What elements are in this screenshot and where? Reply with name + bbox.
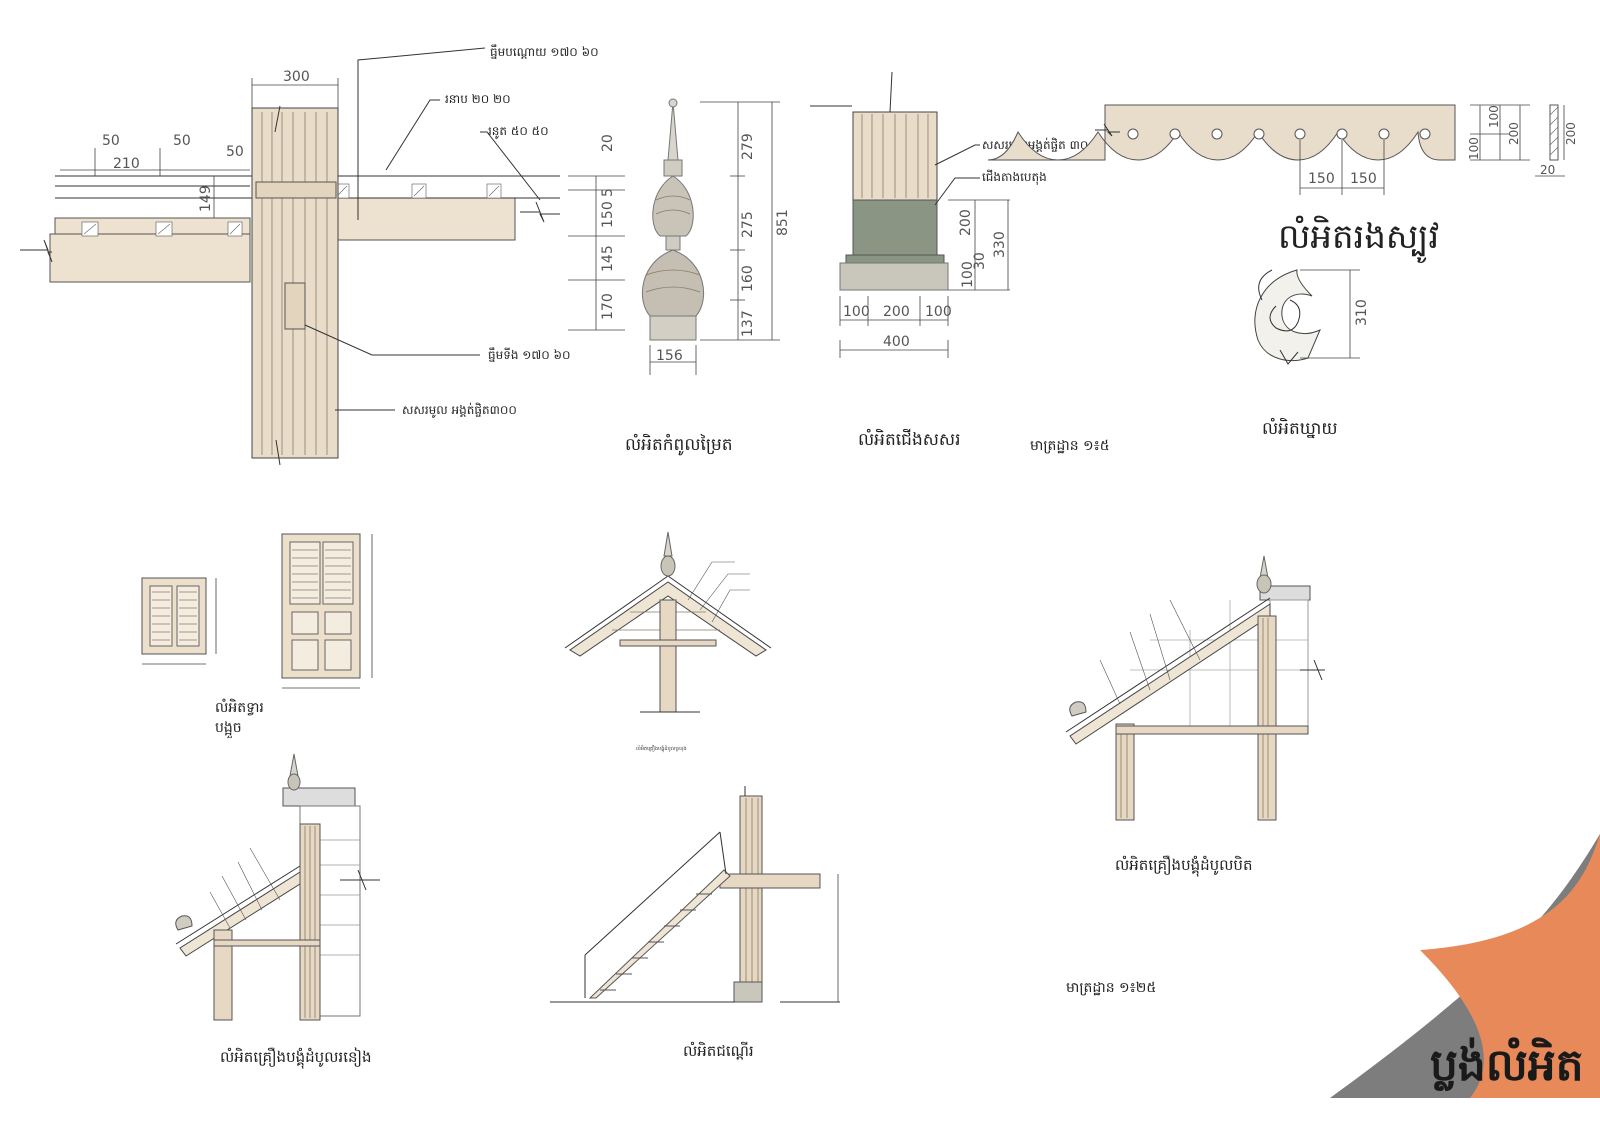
roof-ridge-section: លំអិតគ្រឿងបង្គុំដំបូលទ្រនុង [564, 531, 772, 753]
dim-5: 5 [600, 188, 616, 197]
dim-150-a: 150 [1308, 171, 1335, 187]
label-tie-beam: ធ្នឹមទីង ១៧០ ៦០ [488, 347, 571, 362]
dim-137: 137 [740, 310, 756, 337]
dim-50-b: 50 [173, 133, 191, 149]
dim-310: 310 [1354, 299, 1370, 326]
dim-210: 210 [113, 156, 140, 172]
title-corner: ប្លង់លំអិត [1330, 834, 1600, 1098]
floor-slab [49, 233, 251, 283]
door-window-title-2: បង្អួច [215, 720, 242, 739]
beam-detail: 300 50 50 210 50 149 ធ្នឹមបណ្ដោយ ១៧០ ៦០ … [20, 44, 599, 466]
door-window-detail: លំអិតទ្វារ បង្អួច [141, 533, 373, 739]
scale-1-25: មាត្រដ្ឋាន ១៖២៥ [1066, 980, 1156, 996]
concrete-base [852, 199, 938, 256]
dim-160: 160 [740, 265, 756, 292]
dim-156: 156 [656, 348, 683, 364]
label-purlin: រនាប ២០ ២០ [445, 92, 511, 106]
dim-275: 275 [740, 211, 756, 238]
eave-section: លំអិតគ្រឿងបង្គុំដំបូលរនៀង [175, 753, 380, 1069]
label-column-300: សសរមូលអង្គត់ផ្ចិត ៣០០ [982, 137, 1097, 153]
dim-400: 400 [883, 334, 910, 350]
floor-beam [54, 217, 251, 235]
dim-100-b: 100 [925, 304, 952, 320]
dim-50-c: 50 [226, 144, 244, 160]
dim-150-b: 150 [1350, 171, 1377, 187]
dim-20: 20 [600, 134, 616, 152]
dim-200-p2: 200 [1564, 122, 1578, 145]
dim-100-v: 100 [960, 261, 976, 288]
label-beam-top: ធ្នឹមបណ្ដោយ ១៧០ ៦០ [490, 44, 599, 59]
column-base-title: លំអិតជើងសសរ [858, 428, 961, 450]
label-concrete-base: ជើងតាងបេតុង [982, 169, 1047, 185]
column-base-detail: សសរមូលអង្គត់ផ្ចិត ៣០០ ជើងតាងបេតុង 200 33… [810, 71, 1097, 450]
dim-200-p1: 200 [1507, 122, 1521, 145]
scale-1-5: មាត្រដ្ឋាន ១៖៥ [1030, 438, 1110, 454]
stair-title: លំអិតជណ្ដើរ [683, 1041, 754, 1060]
main-beam [334, 197, 516, 241]
dim-200-v: 200 [958, 209, 974, 236]
dim-330: 330 [992, 231, 1008, 258]
dim-20: 20 [1540, 163, 1555, 177]
roof-ridge-caption: លំអិតគ្រឿងបង្គុំដំបូលទ្រនុង [636, 745, 687, 753]
gable-section-title: លំអិតគ្រឿងបង្គុំដំបូលបិត [1115, 855, 1252, 877]
dim-149: 149 [198, 185, 214, 212]
finial-title: លំអិតកំពូលម្រៃត [625, 433, 733, 456]
bracket-detail: 310 លំអិតឃ្នាយ [1254, 269, 1370, 439]
dim-300: 300 [283, 69, 310, 85]
fascia-title: លំអិតរងស្បូវ [1278, 215, 1439, 263]
label-column: សសរមូល អង្គត់ផ្ចិត៣០០ [402, 402, 517, 418]
label-rafter: រនូត ៥០ ៥០ [488, 124, 549, 139]
door-window-title-1: លំអិតទ្វារ [215, 698, 264, 716]
corner-orange-swoosh [1420, 834, 1600, 1098]
dim-279: 279 [740, 133, 756, 160]
dim-30: 30 [972, 252, 988, 270]
finial-detail: 279 275 160 137 851 20 5 150 145 170 156… [568, 98, 791, 456]
dim-150: 150 [600, 201, 616, 228]
dim-200-h: 200 [883, 304, 910, 320]
dim-100-p2: 100 [1487, 105, 1501, 128]
dim-851: 851 [775, 209, 791, 236]
dim-170: 170 [600, 293, 616, 320]
sheet-title: ប្លង់លំអិត [1430, 1037, 1584, 1091]
dim-50-a: 50 [102, 133, 120, 149]
bracket-title: លំអិតឃ្នាយ [1262, 417, 1338, 439]
fascia-detail: 150 150 100 100 200 200 20 លំអិតរងស្បូវ [987, 104, 1578, 263]
dim-100-p1: 100 [1467, 137, 1481, 160]
dim-145: 145 [600, 245, 616, 272]
gable-section: លំអិតគ្រឿងបង្គុំដំបូលបិត [1065, 555, 1325, 877]
eave-section-title: លំអិតគ្រឿងបង្គុំដំបូលរនៀង [220, 1047, 371, 1069]
stair-detail: លំអិតជណ្ដើរ [550, 786, 840, 1060]
dim-100-a: 100 [843, 304, 870, 320]
